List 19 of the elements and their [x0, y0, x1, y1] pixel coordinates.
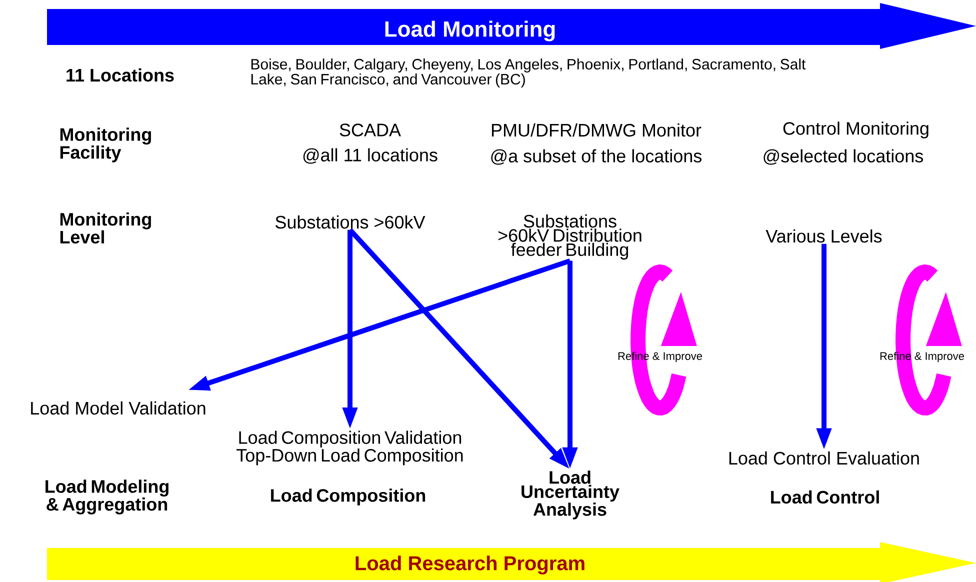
label-text: Control Monitoring [783, 122, 928, 138]
node-text: Various Levels [766, 229, 882, 243]
label-text: 11 Locations [66, 68, 174, 82]
label-text: Load Modeling & Aggregation [46, 480, 168, 514]
node-text: Load Composition Validation Top-Down Load Composition [236, 430, 463, 466]
node-text: Load Model Validation [31, 401, 206, 415]
label-text: PMU/DFR/DMWG Monitor [492, 123, 702, 137]
node-text: Substations >60kV Distribution feeder Building [498, 214, 642, 260]
label-text: @selected locations [764, 149, 923, 165]
label-text: SCADA [340, 124, 401, 136]
label-text: Monitoring Level [60, 212, 151, 244]
label-text: @a subset of the locations [491, 149, 702, 165]
label-text: @all 11 locations [303, 148, 438, 164]
node-text: Load Control Evaluation [729, 451, 919, 465]
label-text: Load Control [771, 490, 879, 504]
label-text: Load Composition [271, 488, 426, 506]
node-text: Substations >60kV [276, 215, 426, 229]
label-text: Monitoring Facility [60, 128, 151, 162]
node-text: Load Uncertainty Analysis [522, 470, 620, 520]
